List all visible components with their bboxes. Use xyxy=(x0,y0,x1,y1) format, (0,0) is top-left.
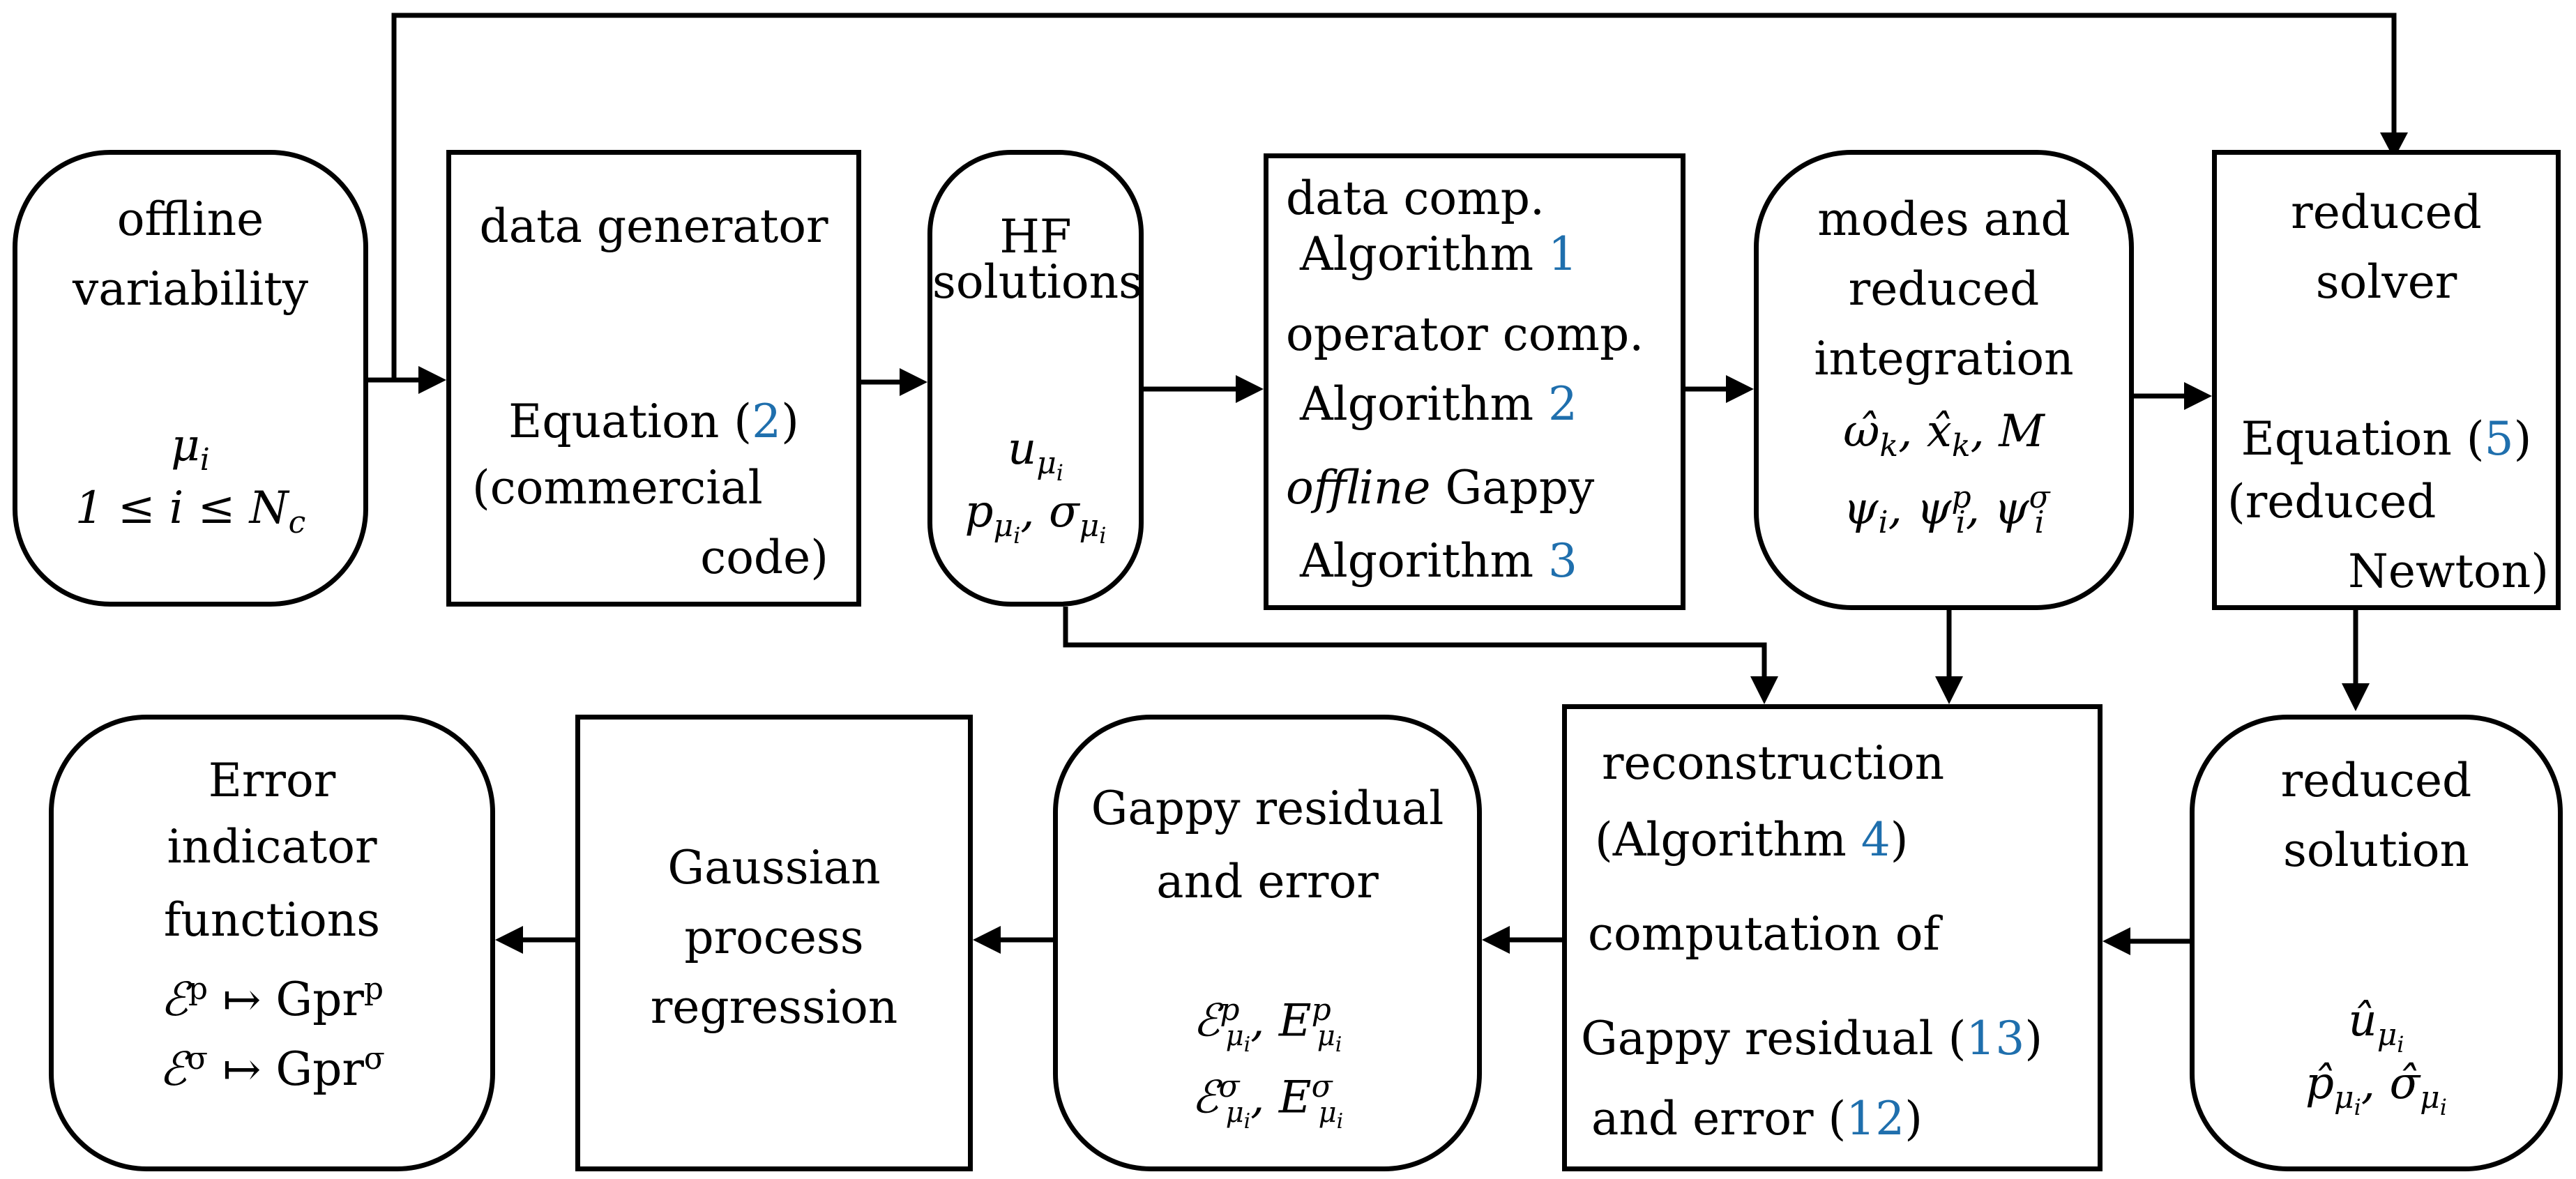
datacomp-line-5: offline Gappy xyxy=(1286,461,1595,515)
hf-title-2: solutions xyxy=(932,255,1142,309)
box-gappy-residual: Gappy residual and error ℰpμi, Epμi ℰσμi… xyxy=(1053,715,1482,1171)
box-data-generator: data generator Equation (2) (commercial … xyxy=(446,150,861,607)
gpr-title-1: Gaussian xyxy=(667,841,881,895)
gpr-title-3: regression xyxy=(650,980,898,1034)
param-range: 1 ≤ i ≤ Nc xyxy=(75,482,306,540)
datacomp-line-1: data comp. xyxy=(1286,172,1545,225)
generator-equation: Equation (2) xyxy=(508,395,799,448)
indicator-map-p: ℰp ↦ Gprp xyxy=(160,971,384,1026)
indicator-map-sigma: ℰσ ↦ Gprσ xyxy=(159,1041,385,1096)
title-line-2: variability xyxy=(72,262,309,316)
solution-title-2: solution xyxy=(2282,823,2470,877)
box-gaussian-process-regression: Gaussian process regression xyxy=(575,715,973,1171)
modes-title-3: integration xyxy=(1814,332,2074,386)
indicator-title-2: indicator xyxy=(167,820,377,874)
box-reconstruction: reconstruction (Algorithm 4) computation… xyxy=(1562,704,2103,1171)
solver-note-2: Newton) xyxy=(2348,545,2549,598)
box-error-indicator: Error indicator functions ℰp ↦ Gprp ℰσ ↦… xyxy=(49,715,495,1171)
generator-note-1: (commercial xyxy=(472,461,763,515)
arrow-variability-to-reduced-solver xyxy=(391,13,2397,380)
recon-line-4: Gappy residual (13) xyxy=(1581,1012,2043,1065)
box-reduced-solution: reduced solution ûμi p̂μi, σ̂μi xyxy=(2190,715,2563,1171)
solver-equation: Equation (5) xyxy=(2241,412,2532,466)
hf-u: uμi xyxy=(1007,423,1064,486)
recon-line-2: (Algorithm 4) xyxy=(1595,813,1909,867)
box-modes-integration: modes and reduced integration ω̂k, x̂k, … xyxy=(1754,150,2134,610)
generator-title: data generator xyxy=(479,199,828,253)
gappy-title-1: Gappy residual xyxy=(1091,782,1444,835)
box-hf-solutions: HF solutions uμi pμi, σμi xyxy=(927,150,1144,607)
gpr-title-2: process xyxy=(684,911,864,964)
indicator-title-3: functions xyxy=(163,893,381,947)
generator-note-2: code) xyxy=(700,531,828,584)
title-line-1: offline xyxy=(116,192,264,246)
box-reduced-solver: reduced solver Equation (5) (reduced New… xyxy=(2212,150,2561,610)
solver-note-1: (reduced xyxy=(2227,475,2437,528)
indicator-title-1: Error xyxy=(208,754,336,807)
datacomp-line-3: operator comp. xyxy=(1286,307,1644,361)
box-offline-variability: offline variability μi 1 ≤ i ≤ Nc xyxy=(13,150,368,607)
modes-vars: ω̂k, x̂k, M xyxy=(1843,406,2045,464)
modes-psi: ψi, ψpi, ψσi xyxy=(1843,480,2050,541)
gappy-title-2: and error xyxy=(1156,855,1379,908)
modes-title-2: reduced xyxy=(1848,262,2040,316)
param-mu: μi xyxy=(171,420,210,478)
box-data-comp: data comp. Algorithm 1 operator comp. Al… xyxy=(1264,153,1685,610)
hf-title-1: HF xyxy=(999,210,1072,264)
recon-line-5: and error (12) xyxy=(1591,1092,1923,1146)
arrow-hf-to-reconstruction xyxy=(1063,607,1767,680)
hf-p-sigma: pμi, σμi xyxy=(964,486,1107,549)
datacomp-alg-1: Algorithm 1 xyxy=(1300,227,1578,281)
modes-title-1: modes and xyxy=(1817,192,2070,246)
solution-title-1: reduced xyxy=(2280,754,2472,807)
recon-line-1: reconstruction xyxy=(1602,736,1945,790)
solution-u: ûμi xyxy=(2348,995,2404,1058)
solution-p-sigma: p̂μi, σ̂μi xyxy=(2305,1058,2448,1120)
gappy-sigma-terms: ℰσμi, Eσμi xyxy=(1191,1069,1344,1134)
datacomp-alg-2: Algorithm 2 xyxy=(1300,377,1578,431)
recon-line-3: computation of xyxy=(1588,907,1940,961)
solver-title-2: solver xyxy=(2315,255,2457,309)
datacomp-alg-3: Algorithm 3 xyxy=(1300,534,1578,588)
solver-title-1: reduced xyxy=(2291,185,2482,239)
gappy-p-terms: ℰpμi, Epμi xyxy=(1192,992,1342,1058)
